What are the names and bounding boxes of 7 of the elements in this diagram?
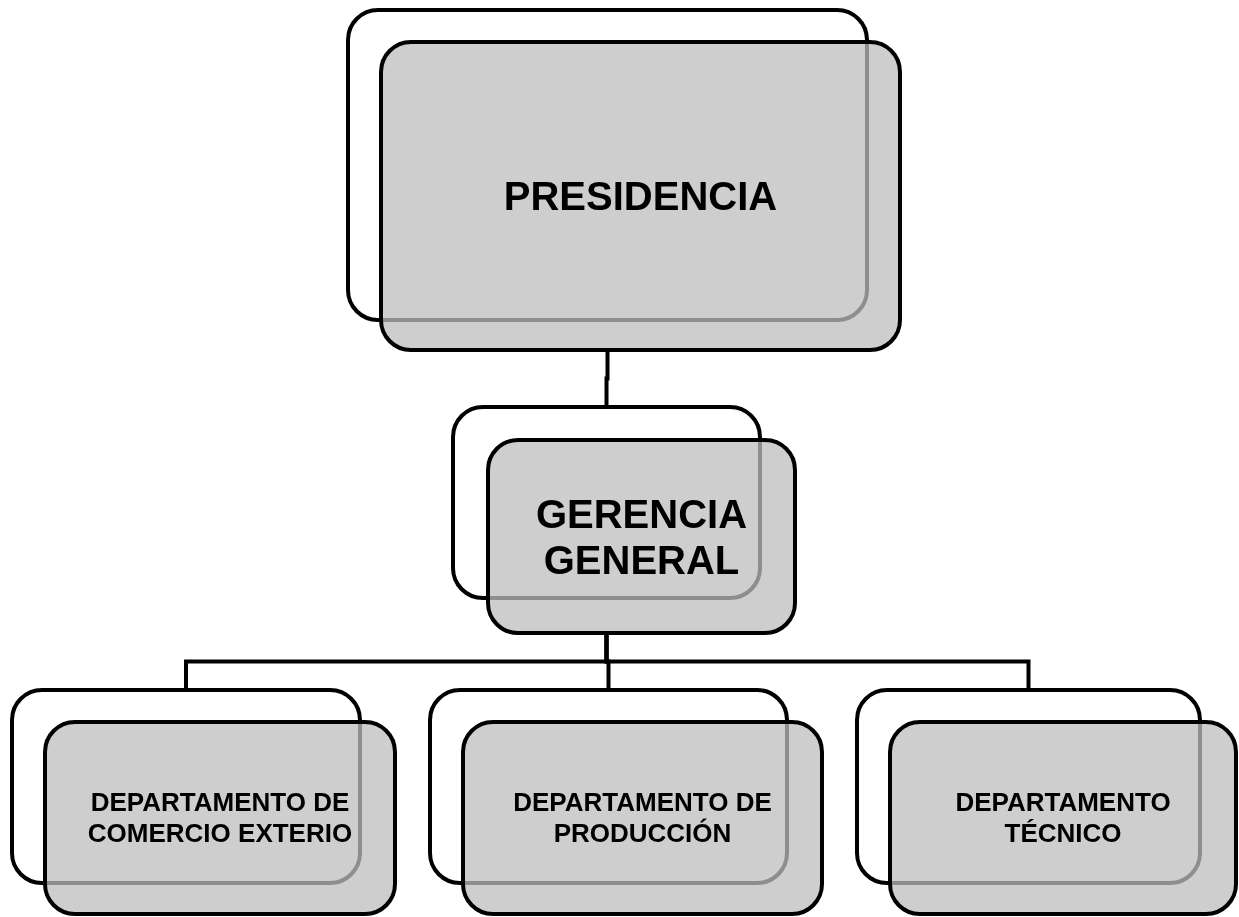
connector-line bbox=[604, 350, 610, 407]
org-label: PRESIDENCIA bbox=[503, 173, 778, 220]
org-label: DEPARTAMENTO DE COMERCIO EXTERIO bbox=[86, 786, 354, 850]
org-label: GERENCIA GENERAL bbox=[534, 490, 749, 583]
org-label: DEPARTAMENTO TÉCNICO bbox=[954, 786, 1172, 850]
org-label: DEPARTAMENTO DE PRODUCCIÓN bbox=[512, 786, 773, 850]
connector-line bbox=[604, 633, 1031, 690]
